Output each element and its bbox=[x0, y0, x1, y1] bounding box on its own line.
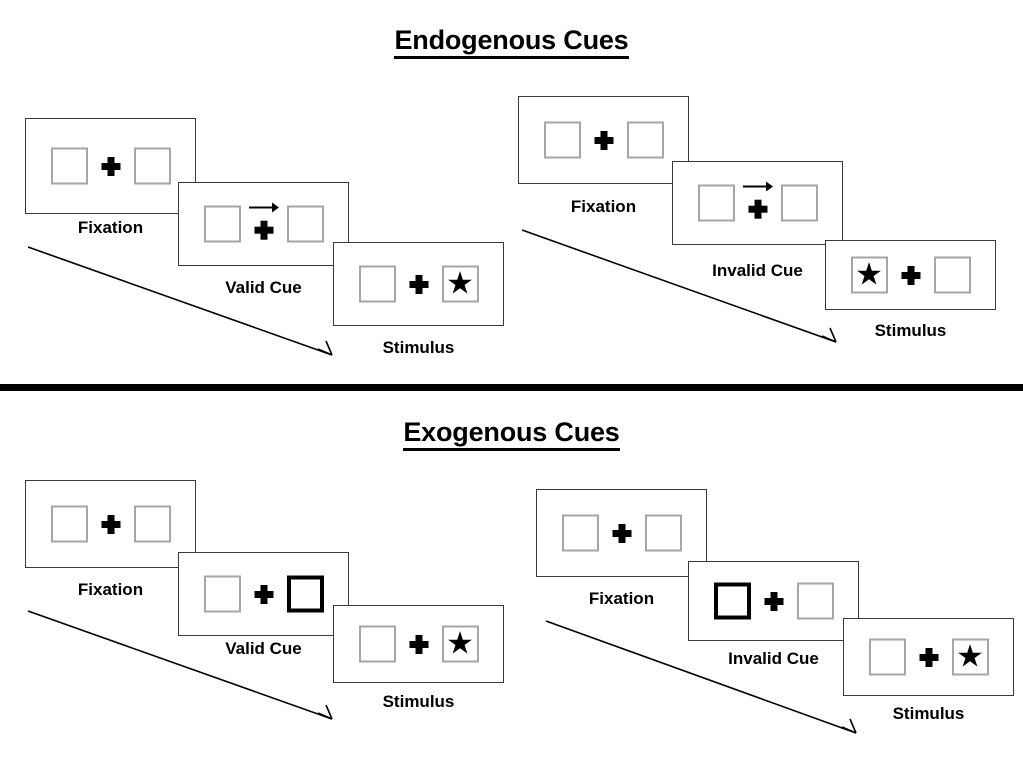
section-endogenous: Endogenous Cues Fixation bbox=[0, 25, 1023, 357]
frame-endogenous-invalid-fixation bbox=[518, 96, 689, 184]
caption-endogenous-valid-fixation: Fixation bbox=[77, 218, 144, 237]
right-box bbox=[133, 147, 171, 185]
left-box bbox=[561, 514, 599, 552]
caption-endogenous-valid-stimulus: Stimulus bbox=[382, 338, 455, 357]
left-box bbox=[543, 121, 581, 159]
frame-content bbox=[697, 181, 818, 226]
star-icon: ★ bbox=[855, 256, 883, 292]
frame-exogenous-valid-fixation bbox=[25, 480, 196, 568]
frame-content bbox=[50, 502, 171, 547]
flow-arrow-endogenous-invalid bbox=[520, 228, 850, 350]
frame-endogenous-valid-stimulus: ★ bbox=[333, 242, 504, 326]
section-exogenous: Exogenous Cues Fixation Valid Cue bbox=[0, 391, 1023, 767]
right-box bbox=[133, 505, 171, 543]
frame-content: ★ bbox=[358, 622, 479, 667]
left-box bbox=[868, 638, 906, 676]
frame-exogenous-invalid-fixation bbox=[536, 489, 707, 577]
left-box bbox=[203, 205, 241, 243]
frame-endogenous-invalid-stimulus: ★ bbox=[825, 240, 996, 310]
fixation-cross-icon bbox=[409, 634, 428, 654]
center-column bbox=[906, 635, 952, 680]
fixation-cross-icon bbox=[901, 265, 920, 285]
left-box bbox=[697, 184, 735, 222]
center-column bbox=[396, 622, 442, 667]
caption-endogenous-invalid-cue: Invalid Cue bbox=[712, 261, 803, 280]
caption-endogenous-invalid-fixation: Fixation bbox=[570, 197, 637, 216]
arrow-right-cue-icon bbox=[742, 181, 773, 192]
frame-endogenous-valid-fixation bbox=[25, 118, 196, 214]
center-column bbox=[735, 181, 781, 226]
caption-exogenous-valid-cue: Valid Cue bbox=[225, 639, 302, 658]
fixation-cross-icon bbox=[101, 156, 120, 176]
right-box bbox=[644, 514, 682, 552]
center-column bbox=[581, 118, 627, 163]
caption-endogenous-invalid-stimulus: Stimulus bbox=[874, 321, 947, 340]
frame-exogenous-valid-cue bbox=[178, 552, 349, 636]
left-box bbox=[358, 625, 396, 663]
center-column bbox=[599, 511, 645, 556]
right-box-highlighted-cue bbox=[286, 575, 324, 613]
fixation-cross-icon bbox=[748, 199, 767, 219]
caption-exogenous-valid-stimulus: Stimulus bbox=[382, 692, 455, 711]
center-column bbox=[241, 572, 287, 617]
frame-exogenous-invalid-cue bbox=[688, 561, 859, 641]
center-column bbox=[88, 144, 134, 189]
left-box bbox=[50, 147, 88, 185]
frame-content bbox=[561, 511, 682, 556]
star-icon: ★ bbox=[446, 265, 474, 301]
right-box bbox=[796, 582, 834, 620]
right-box: ★ bbox=[441, 265, 479, 303]
left-box bbox=[50, 505, 88, 543]
fixation-cross-icon bbox=[594, 130, 613, 150]
fixation-cross-icon bbox=[101, 514, 120, 534]
center-column bbox=[751, 579, 797, 624]
center-column bbox=[241, 202, 287, 247]
fixation-cross-icon bbox=[254, 584, 273, 604]
fixation-cross-icon bbox=[919, 647, 938, 667]
right-box bbox=[933, 256, 971, 294]
right-box bbox=[626, 121, 664, 159]
right-box: ★ bbox=[441, 625, 479, 663]
frame-content bbox=[543, 118, 664, 163]
caption-exogenous-invalid-fixation: Fixation bbox=[588, 589, 655, 608]
arrow-right-cue-icon bbox=[248, 202, 279, 213]
fixation-cross-icon bbox=[764, 591, 783, 611]
center-column bbox=[396, 262, 442, 307]
caption-exogenous-invalid-stimulus: Stimulus bbox=[892, 704, 965, 723]
frame-exogenous-invalid-stimulus: ★ bbox=[843, 618, 1014, 696]
frame-content bbox=[713, 579, 834, 624]
section-title-exogenous: Exogenous Cues bbox=[0, 417, 1023, 451]
frame-content bbox=[203, 202, 324, 247]
left-box-highlighted-cue bbox=[713, 582, 751, 620]
center-column bbox=[88, 502, 134, 547]
frame-endogenous-valid-cue bbox=[178, 182, 349, 266]
caption-endogenous-valid-cue: Valid Cue bbox=[225, 278, 302, 297]
center-column bbox=[888, 253, 934, 298]
caption-exogenous-valid-fixation: Fixation bbox=[77, 580, 144, 599]
right-box: ★ bbox=[951, 638, 989, 676]
section-divider bbox=[0, 384, 1023, 391]
right-box bbox=[780, 184, 818, 222]
left-box bbox=[358, 265, 396, 303]
right-box bbox=[286, 205, 324, 243]
frame-content bbox=[203, 572, 324, 617]
frame-exogenous-valid-stimulus: ★ bbox=[333, 605, 504, 683]
fixation-cross-icon bbox=[409, 274, 428, 294]
left-box bbox=[203, 575, 241, 613]
star-icon: ★ bbox=[956, 638, 984, 674]
fixation-cross-icon bbox=[612, 523, 631, 543]
section-title-endogenous: Endogenous Cues bbox=[0, 25, 1023, 59]
fixation-cross-icon bbox=[254, 220, 273, 240]
frame-content: ★ bbox=[850, 253, 971, 298]
star-icon: ★ bbox=[446, 625, 474, 661]
frame-endogenous-invalid-cue bbox=[672, 161, 843, 245]
frame-content: ★ bbox=[868, 635, 989, 680]
left-box: ★ bbox=[850, 256, 888, 294]
frame-content bbox=[50, 144, 171, 189]
frame-content: ★ bbox=[358, 262, 479, 307]
caption-exogenous-invalid-cue: Invalid Cue bbox=[728, 649, 819, 668]
